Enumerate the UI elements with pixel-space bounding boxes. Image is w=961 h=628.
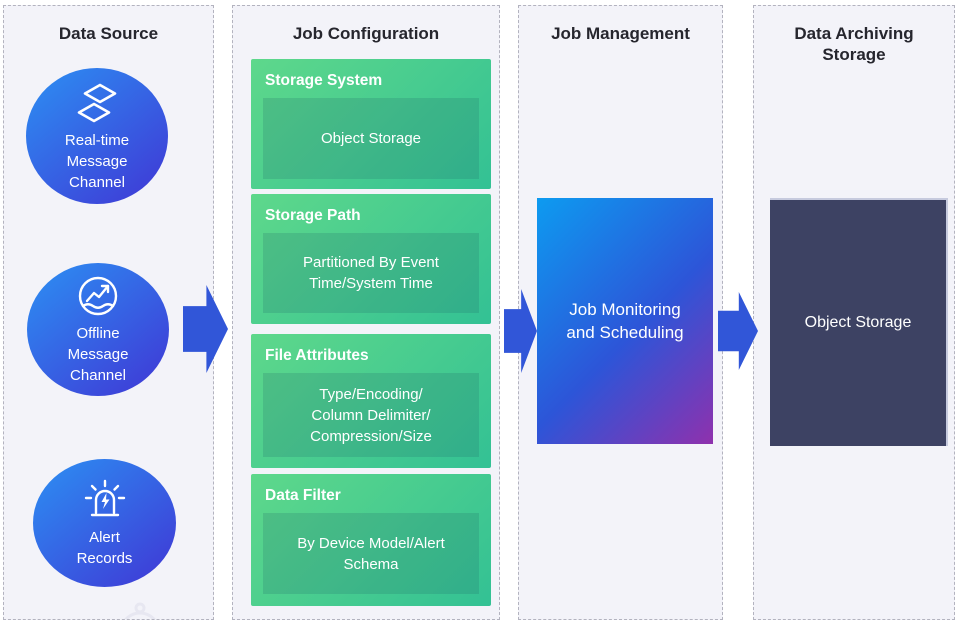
node-realtime-message-channel: Real-time Message Channel [26, 68, 168, 204]
config-box-value: Object Storage [263, 98, 479, 179]
column-job-configuration: Job Configuration Storage System Object … [232, 5, 500, 620]
column-data-archiving-storage: Data Archiving Storage Object Storage [753, 5, 955, 620]
node-offline-message-channel: Offline Message Channel [27, 263, 169, 396]
data-source-title: Data Source [58, 24, 159, 43]
config-box-title: Storage System [265, 72, 383, 89]
faint-partial-circle-decoration [117, 602, 163, 619]
blue-box-line: and Scheduling [566, 323, 684, 342]
dark-box-label: Object Storage [804, 314, 912, 331]
alarm-siren-icon [81, 477, 129, 523]
config-value-line: Column Delimiter/ [311, 406, 431, 424]
config-value-line: Time/System Time [309, 275, 433, 292]
config-value-line: Object Storage [320, 130, 422, 147]
stacked-layers-icon [74, 80, 120, 126]
job-monitoring-scheduling-box: Job Monitoring and Scheduling [537, 198, 713, 444]
node-label: Channel [69, 173, 125, 191]
config-box-value: By Device Model/Alert Schema [263, 513, 479, 594]
config-box-value: Partitioned By Event Time/System Time [263, 233, 479, 313]
config-box-title: Storage Path [265, 207, 361, 224]
config-value-line: Partitioned By Event [303, 254, 439, 271]
config-box-data-filter: Data Filter By Device Model/Alert Schema [251, 474, 491, 606]
node-alert-records: Alert Records [33, 459, 176, 587]
config-box-title: File Attributes [265, 347, 369, 364]
config-box-value: Type/Encoding/ Column Delimiter/ Compres… [263, 373, 479, 457]
title-line: Data Archiving [794, 24, 914, 43]
config-box-file-attributes: File Attributes Type/Encoding/ Column De… [251, 334, 491, 468]
config-box-storage-path: Storage Path Partitioned By Event Time/S… [251, 194, 491, 324]
trend-chart-icon [75, 273, 121, 319]
config-value-line: Compression/Size [310, 427, 432, 445]
blue-box-line: Job Monitoring [569, 300, 681, 319]
job-management-title: Job Management [551, 24, 690, 43]
node-label: Message [66, 152, 128, 170]
column-job-management: Job Management Job Monitoring and Schedu… [518, 5, 723, 620]
node-label: Records [76, 550, 133, 567]
job-configuration-title: Job Configuration [292, 24, 440, 43]
node-label: Offline [76, 325, 120, 342]
config-value-line: By Device Model/Alert [297, 534, 445, 552]
node-label: Channel [70, 367, 126, 384]
config-box-storage-system: Storage System Object Storage [251, 59, 491, 189]
column-data-source: Data Source Real-time Message Channel [3, 5, 214, 620]
title-line: Storage [822, 45, 886, 64]
config-value-line: Schema [343, 555, 399, 573]
node-label: Alert [89, 529, 120, 546]
config-box-title: Data Filter [265, 487, 341, 504]
node-label: Real-time [64, 131, 130, 149]
node-label: Message [67, 346, 129, 363]
archive-object-storage-box: Object Storage [770, 198, 948, 446]
data-archiving-title: Data Archiving Storage [754, 23, 954, 65]
flow-arrow-icon [718, 292, 758, 370]
config-value-line: Type/Encoding/ [319, 385, 423, 403]
